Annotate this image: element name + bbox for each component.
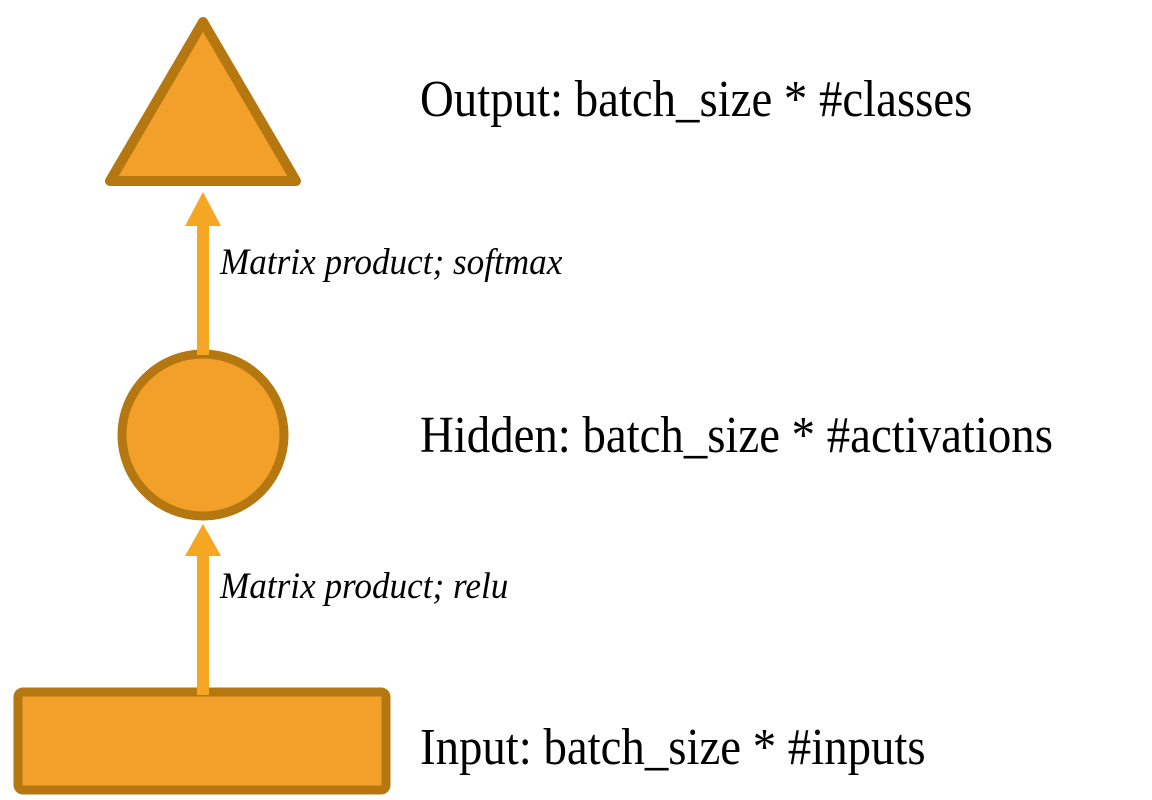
input-layer-label: Input: batch_size * #inputs <box>420 719 926 776</box>
hidden-layer-label: Hidden: batch_size * #activations <box>420 407 1053 464</box>
arrow-input-to-hidden <box>185 524 221 695</box>
output-layer-triangle <box>105 17 301 186</box>
output-layer-label: Output: batch_size * #classes <box>420 71 973 128</box>
edge-label-input-to-hidden: Matrix product; relu <box>220 566 509 607</box>
input-layer-rectangle <box>13 687 391 795</box>
edge-label-hidden-to-output: Matrix product; softmax <box>220 242 563 283</box>
arrow-hidden-to-output <box>185 192 221 355</box>
hidden-layer-circle <box>117 349 289 521</box>
